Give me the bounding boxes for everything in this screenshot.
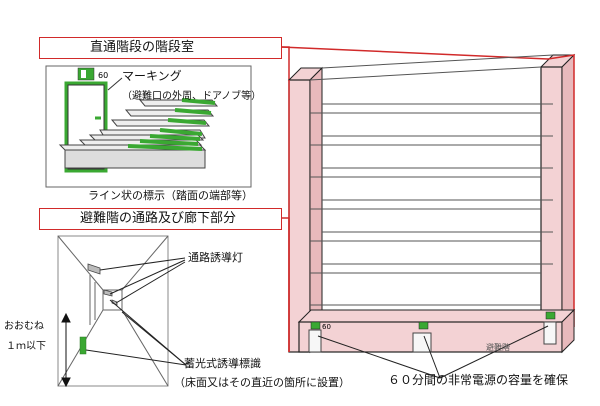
building-floors [309, 54, 554, 306]
exit-sign-icon [77, 67, 95, 81]
phosphor-sub-label: （床面又はその直近の箇所に設置） [174, 376, 350, 389]
corridor-light-label: 通路誘導灯 [188, 251, 243, 264]
phosphor-sign-label: 蓄光式誘導標識 [184, 357, 261, 370]
stair-title-box: 直通階段の階段室 [39, 37, 282, 59]
line-indicator-label: ライン状の標示（踏面の端部等） [88, 189, 253, 202]
corridor-title: 避難階の通路及び廊下部分 [80, 211, 237, 226]
corridor-light-pointers [99, 257, 186, 304]
power-note-pointers [317, 325, 549, 379]
evac-floor-label: 避難階 [486, 343, 510, 352]
stair-block-outline [288, 54, 575, 352]
tread-edge-markings [127, 98, 216, 151]
sixty-mark-top: 60 [98, 71, 108, 80]
corridor-illustration-frame [57, 235, 169, 387]
corridor-title-box: 避難階の通路及び廊下部分 [39, 208, 282, 230]
marking-label: マーキング [122, 69, 182, 83]
power-note-label: ６０分間の非常電源の容量を確保 [388, 373, 569, 387]
left-stair-shaft [287, 66, 324, 354]
sixty-mark-ground: 60 [322, 323, 331, 331]
right-stair-shaft [539, 53, 576, 341]
phosphor-sign-marker [79, 336, 87, 355]
phosphor-pointers [85, 299, 187, 366]
stair-title: 直通階段の階段室 [90, 40, 195, 55]
marking-sub-label: （避難口の外周、ドアノブ等） [122, 91, 262, 102]
one-meter-label: １ｍ以下 [6, 341, 46, 352]
marking-pointer [107, 77, 123, 91]
corridor-connector [281, 217, 290, 352]
evacuation-floor-block [297, 308, 576, 354]
approx-label: おおむね [4, 321, 44, 332]
corridor-perspective [57, 235, 169, 387]
stair-connector [280, 46, 549, 80]
ground-floor-doors [308, 321, 557, 353]
exit-sign-icon [310, 311, 556, 330]
height-dimension [61, 312, 71, 388]
stairs-icon [58, 99, 219, 169]
